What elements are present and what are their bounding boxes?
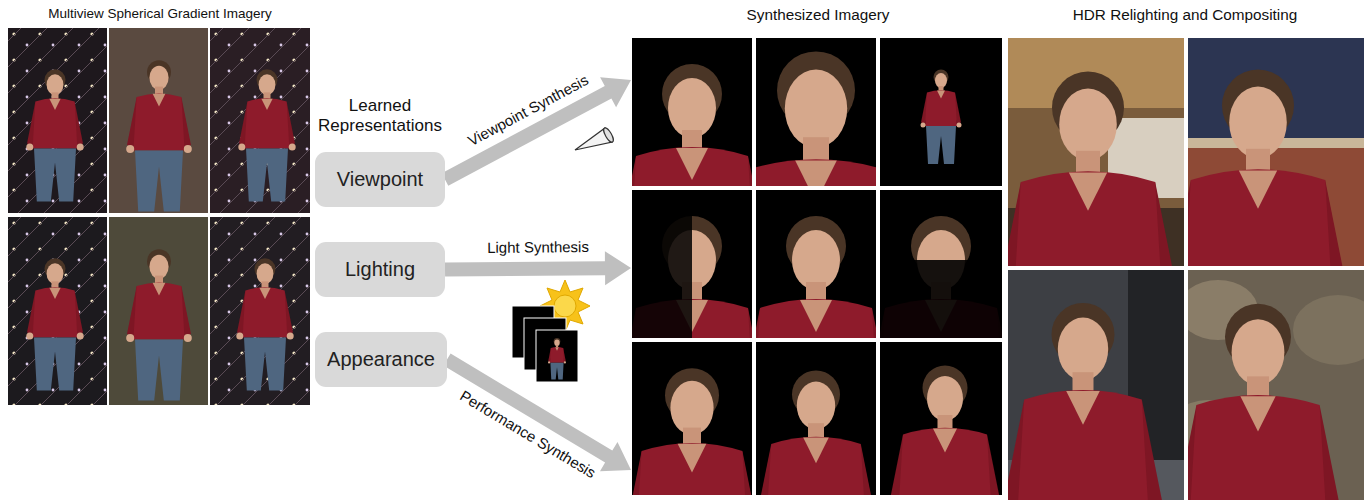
led-sphere [210, 28, 310, 213]
sun-disc [554, 295, 576, 317]
arrow-label: Viewpoint Synthesis [465, 71, 591, 149]
camera-cone [575, 127, 615, 150]
subject [618, 368, 766, 500]
compositing-region: HDR Relighting and Compositing [1008, 6, 1362, 500]
capture-tile [8, 28, 107, 213]
tile-ground [8, 28, 107, 213]
subject [921, 70, 962, 165]
subject [238, 69, 295, 201]
tile-ground [210, 28, 310, 213]
tile-ground [109, 217, 208, 405]
synth-tile [880, 342, 1007, 500]
subject [750, 370, 881, 500]
region-heading: HDR Relighting and Compositing [1008, 6, 1362, 24]
subject [126, 249, 192, 400]
synth-tile [618, 342, 766, 500]
led-sphere [8, 217, 107, 405]
box-label: Viewpoint [337, 168, 423, 191]
camera-cone-rim [602, 127, 615, 144]
capture-region: Multiview Spherical Gradient Imagery [8, 6, 312, 406]
rock [1293, 295, 1364, 365]
arrow-label: Performance Synthesis [457, 386, 599, 480]
tile-ground [8, 217, 107, 405]
subject [884, 366, 1007, 500]
led-sphere [210, 217, 310, 405]
shadow [632, 190, 692, 338]
capture-tile [210, 217, 310, 405]
frame [536, 330, 578, 382]
subject [26, 69, 83, 201]
representation-box: Appearance [315, 332, 447, 387]
synthesis-region: Synthesized Imagery [632, 6, 1004, 496]
subject [236, 258, 293, 390]
frame-stack [512, 306, 578, 382]
composite-tile [1163, 270, 1364, 500]
tile-ground [210, 217, 310, 405]
subject [1168, 304, 1348, 500]
capture-tile [8, 217, 107, 405]
subject [997, 303, 1169, 500]
representation-box: Viewpoint [315, 152, 445, 207]
region-heading: Synthesized Imagery [632, 6, 1004, 24]
composite-tile [997, 270, 1184, 500]
tile-ground [109, 28, 208, 213]
capture-tile [109, 28, 208, 213]
flow-arrow [445, 251, 631, 285]
section-label: Learned Representations [300, 96, 460, 136]
capture-tile [210, 28, 310, 213]
box-label: Lighting [345, 258, 415, 281]
subject [548, 338, 566, 380]
led-sphere [8, 28, 107, 213]
subject [126, 60, 192, 211]
synth-tile [880, 38, 1002, 186]
capture-tile [109, 217, 208, 405]
shadow [880, 260, 1002, 338]
flow-arrow [443, 354, 631, 472]
synth-tile [750, 342, 881, 500]
region-heading: Multiview Spherical Gradient Imagery [8, 6, 312, 21]
arrow-label: Light Synthesis [487, 238, 589, 256]
subject [26, 258, 83, 390]
box-label: Appearance [327, 348, 435, 371]
representation-box: Lighting [315, 242, 445, 297]
